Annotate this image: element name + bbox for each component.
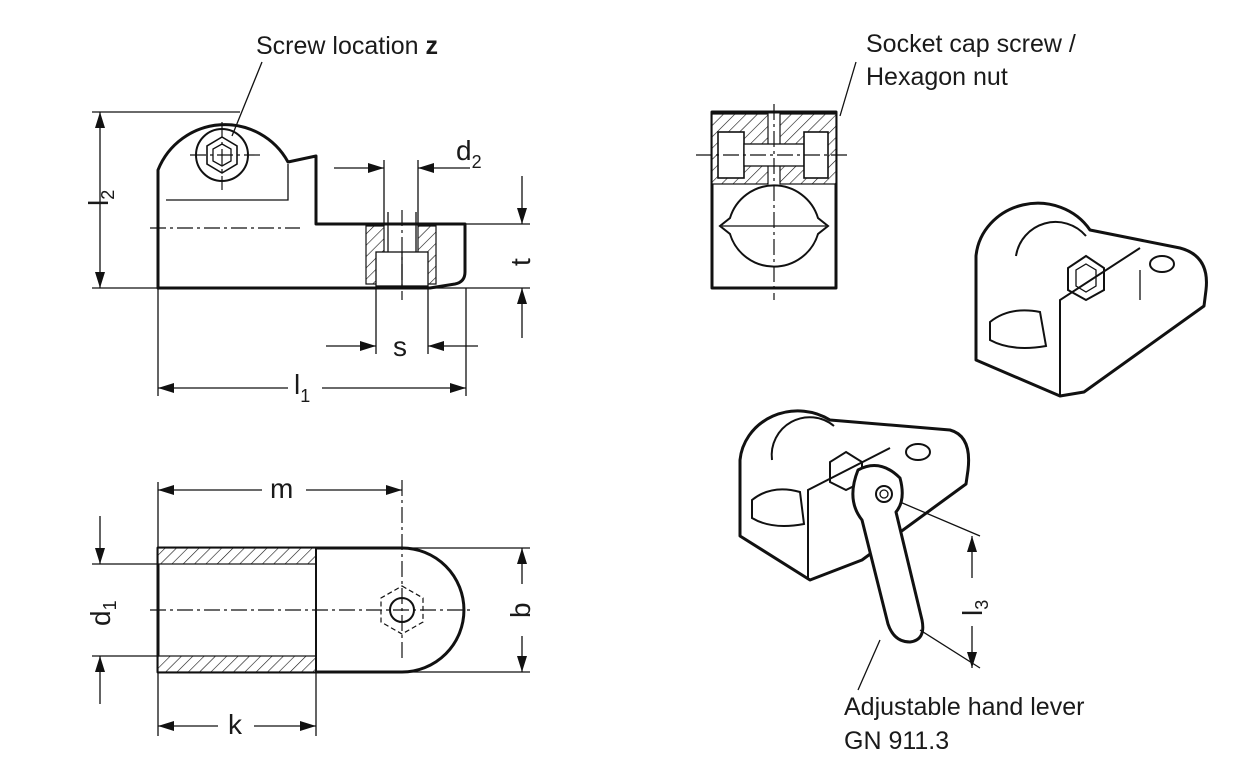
side-view-dimensions: [92, 61, 530, 396]
dim-l3: l3: [957, 600, 992, 616]
dim-b: b: [505, 602, 536, 618]
hand-lever-label-2: GN 911.3: [844, 727, 949, 755]
dim-t: t: [505, 258, 536, 266]
dim-d2: d2: [456, 135, 482, 172]
dim-s: s: [393, 331, 407, 362]
iso-view-hand-lever: [738, 409, 981, 691]
socket-cap-label-1: Socket cap screw /: [866, 30, 1076, 58]
side-view: [150, 122, 467, 300]
dim-l1: l1: [294, 369, 310, 406]
end-view: [696, 61, 857, 300]
iso-view-clamp: [974, 201, 1208, 398]
hand-lever: [851, 464, 925, 644]
top-view-body: [156, 546, 466, 674]
top-view-dimensions: [92, 482, 530, 736]
dim-d1: d1: [85, 600, 120, 626]
dim-m: m: [270, 473, 293, 504]
dim-l2: l2: [83, 190, 118, 206]
screw-location-label: Screw location z: [256, 32, 438, 60]
top-view: [150, 480, 470, 674]
socket-cap-label-2: Hexagon nut: [866, 63, 1008, 91]
hand-lever-label-1: Adjustable hand lever: [844, 693, 1084, 721]
dim-k: k: [228, 709, 243, 740]
